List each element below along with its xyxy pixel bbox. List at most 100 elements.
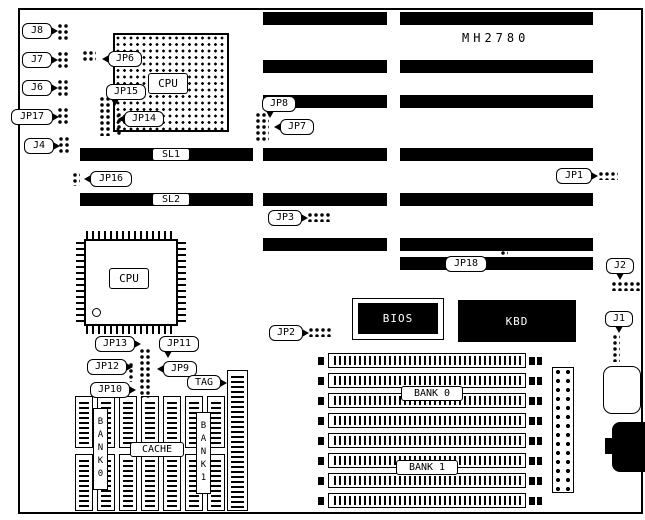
- isa-slot-segment: [400, 193, 593, 206]
- simm-end-pad: [529, 397, 535, 405]
- cpu-socket-label: CPU: [148, 73, 188, 94]
- callout-label: JP16: [98, 173, 124, 184]
- cache-chip: [163, 454, 181, 511]
- pin-connector-strip: [552, 367, 574, 493]
- bios-chip: BIOS: [358, 303, 438, 334]
- simm-socket: [328, 353, 526, 368]
- callout-label: J1: [612, 313, 626, 324]
- sl2-label: SL2: [152, 193, 190, 206]
- callout-jp14: JP14: [118, 111, 164, 127]
- bank0-label: BANK 0: [401, 386, 463, 401]
- pointer-arrow-icon: [102, 55, 109, 63]
- callout-label: J8: [30, 25, 44, 36]
- isa-slot-segment: [263, 60, 387, 73]
- cache-chip: [141, 454, 159, 511]
- cache-chip: [119, 454, 137, 511]
- isa-slot-segment: [400, 95, 593, 108]
- callout-label: JP15: [113, 86, 139, 97]
- simm-end-pad: [529, 497, 535, 505]
- callout-label: JP14: [131, 113, 157, 124]
- cache-chip: [119, 396, 137, 448]
- callout-j6: J6: [22, 80, 58, 96]
- simm-socket: [328, 433, 526, 448]
- pointer-arrow-icon: [302, 329, 309, 337]
- simm-end-pad: [537, 477, 542, 485]
- simm-end-pad: [537, 357, 542, 365]
- cache-chip: [75, 454, 93, 511]
- bank1-label: BANK 1: [396, 460, 458, 475]
- callout-jp10: JP10: [90, 382, 136, 398]
- pointer-arrow-icon: [126, 363, 133, 371]
- pointer-arrow-icon: [615, 326, 623, 333]
- pin-header-jp2: [308, 327, 333, 337]
- callout-jp16: JP16: [84, 171, 132, 187]
- simm-end-pad: [318, 357, 324, 365]
- callout-label: JP7: [287, 121, 307, 132]
- pointer-arrow-icon: [84, 175, 91, 183]
- callout-label: JP12: [94, 361, 120, 372]
- keyboard-din-connector: [612, 422, 645, 472]
- cache-bank0-vertical-label: BANK0: [93, 408, 108, 490]
- sl1-label: SL1: [152, 148, 190, 161]
- callout-label: JP6: [115, 53, 135, 64]
- callout-j4: J4: [24, 138, 60, 154]
- cache-chip: [163, 396, 181, 448]
- isa-slot-segment: [263, 148, 387, 161]
- pin-header-j2: [611, 281, 641, 291]
- pointer-arrow-icon: [274, 123, 281, 131]
- rounded-component: [603, 366, 641, 414]
- keyboard-din-connector-tab: [605, 438, 614, 454]
- simm-end-pad: [318, 417, 324, 425]
- callout-label: JP2: [276, 327, 296, 338]
- callout-tag: TAG: [187, 375, 227, 390]
- simm-end-pad: [537, 457, 542, 465]
- pointer-arrow-icon: [220, 378, 227, 387]
- isa-slot-segment: [263, 193, 387, 206]
- simm-end-pad: [529, 357, 535, 365]
- pin-header-jp14: [116, 112, 123, 136]
- callout-jp15: JP15: [106, 84, 146, 106]
- pin-header-jp10-jp12: [128, 362, 135, 382]
- callout-jp1: JP1: [556, 168, 598, 184]
- callout-j8: J8: [22, 23, 58, 39]
- callout-jp11: JP11: [159, 336, 199, 358]
- callout-label: JP3: [275, 212, 295, 223]
- pointer-arrow-icon: [486, 260, 493, 268]
- pin-header-j4: [58, 136, 70, 154]
- pin-header-j8: [57, 23, 70, 41]
- simm-end-pad: [529, 417, 535, 425]
- pointer-arrow-icon: [51, 84, 58, 92]
- callout-label: JP9: [170, 363, 190, 374]
- pin-header-jp6: [82, 50, 96, 62]
- simm-end-pad: [318, 397, 324, 405]
- pointer-arrow-icon: [157, 365, 164, 373]
- cpu-chip-pins-top: [86, 231, 176, 239]
- callout-jp17: JP17: [11, 109, 59, 125]
- callout-label: JP17: [19, 111, 45, 122]
- callout-jp2: JP2: [269, 325, 309, 341]
- pointer-arrow-icon: [164, 351, 173, 358]
- bios-socket: [352, 298, 444, 340]
- callout-label: JP10: [97, 384, 123, 395]
- simm-end-pad: [537, 497, 542, 505]
- cache-chip: [141, 396, 159, 448]
- pointer-arrow-icon: [129, 386, 136, 394]
- callout-label: JP13: [102, 338, 128, 349]
- cpu-chip-pins-right: [178, 242, 186, 322]
- callout-j2: J2: [606, 258, 634, 280]
- cpu-chip-pins-left: [76, 242, 84, 322]
- pointer-arrow-icon: [51, 56, 58, 64]
- isa-slot-segment: [400, 148, 593, 161]
- callout-jp13: JP13: [95, 336, 141, 352]
- callout-label: TAG: [194, 376, 214, 388]
- cpu-chip-label: CPU: [109, 268, 149, 289]
- pin-header-j7: [57, 51, 70, 69]
- pin-header-jp7-jp8: [255, 112, 269, 142]
- pin-header-jp17: [57, 107, 70, 125]
- callout-label: J6: [30, 82, 44, 93]
- pointer-arrow-icon: [51, 27, 58, 35]
- callout-label: JP11: [166, 338, 192, 349]
- pin-header-jp9-jp13: [139, 348, 152, 398]
- callout-jp9: JP9: [157, 361, 197, 377]
- isa-slot-segment: [400, 257, 593, 270]
